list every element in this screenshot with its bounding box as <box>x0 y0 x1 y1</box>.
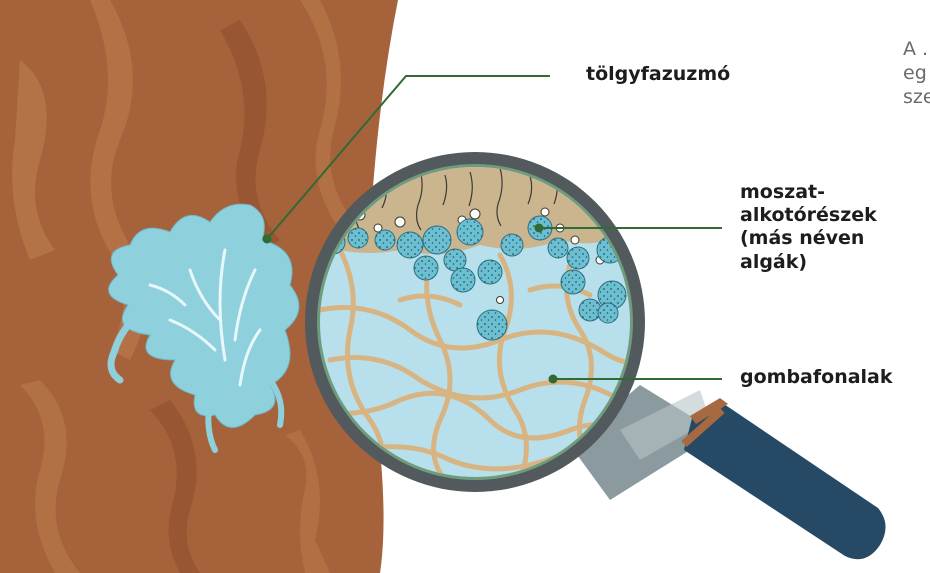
hyphae-pointer-dot <box>549 375 558 384</box>
label-hyphae: gombafonalak <box>740 366 893 389</box>
label-algae: moszat- alkotórészek (más néven algák) <box>740 181 877 274</box>
algae-pointer-dot <box>535 224 544 233</box>
caption-fragment: A . eg sze <box>903 38 930 109</box>
lichen-pointer-dot <box>263 235 272 244</box>
label-lichen: tölgyfazuzmó <box>586 63 730 86</box>
